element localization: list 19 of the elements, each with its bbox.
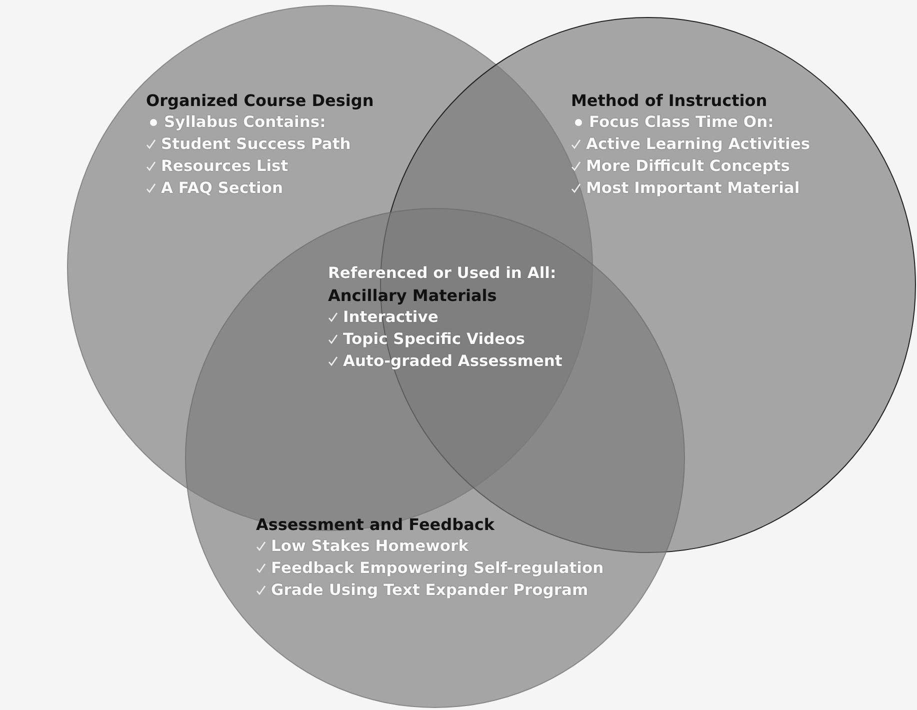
section-heading: Ancillary Materials (328, 286, 497, 304)
list-item: Grade Using Text Expander Program (271, 581, 588, 599)
section-heading: Assessment and Feedback (256, 514, 494, 534)
list-item: A FAQ Section (161, 179, 284, 197)
list-item: Most Important Material (586, 179, 800, 197)
list-item: Syllabus Contains: (164, 113, 326, 131)
section-heading: Organized Course Design (146, 90, 374, 110)
list-item: Referenced or Used in All: (328, 264, 556, 282)
list-item: Feedback Empowering Self-regulation (271, 559, 604, 577)
list-item: Topic Specific Videos (343, 330, 526, 348)
list-item: Interactive (343, 308, 438, 326)
list-item: Focus Class Time On: (589, 113, 774, 131)
list-item: Active Learning Activities (586, 135, 810, 153)
list-item: More Difficult Concepts (586, 157, 790, 175)
list-item: Low Stakes Homework (271, 537, 469, 555)
list-item: Resources List (161, 157, 288, 175)
list-item: Student Success Path (161, 135, 351, 153)
section-heading: Method of Instruction (571, 90, 768, 110)
list-item: Auto-graded Assessment (343, 352, 562, 370)
